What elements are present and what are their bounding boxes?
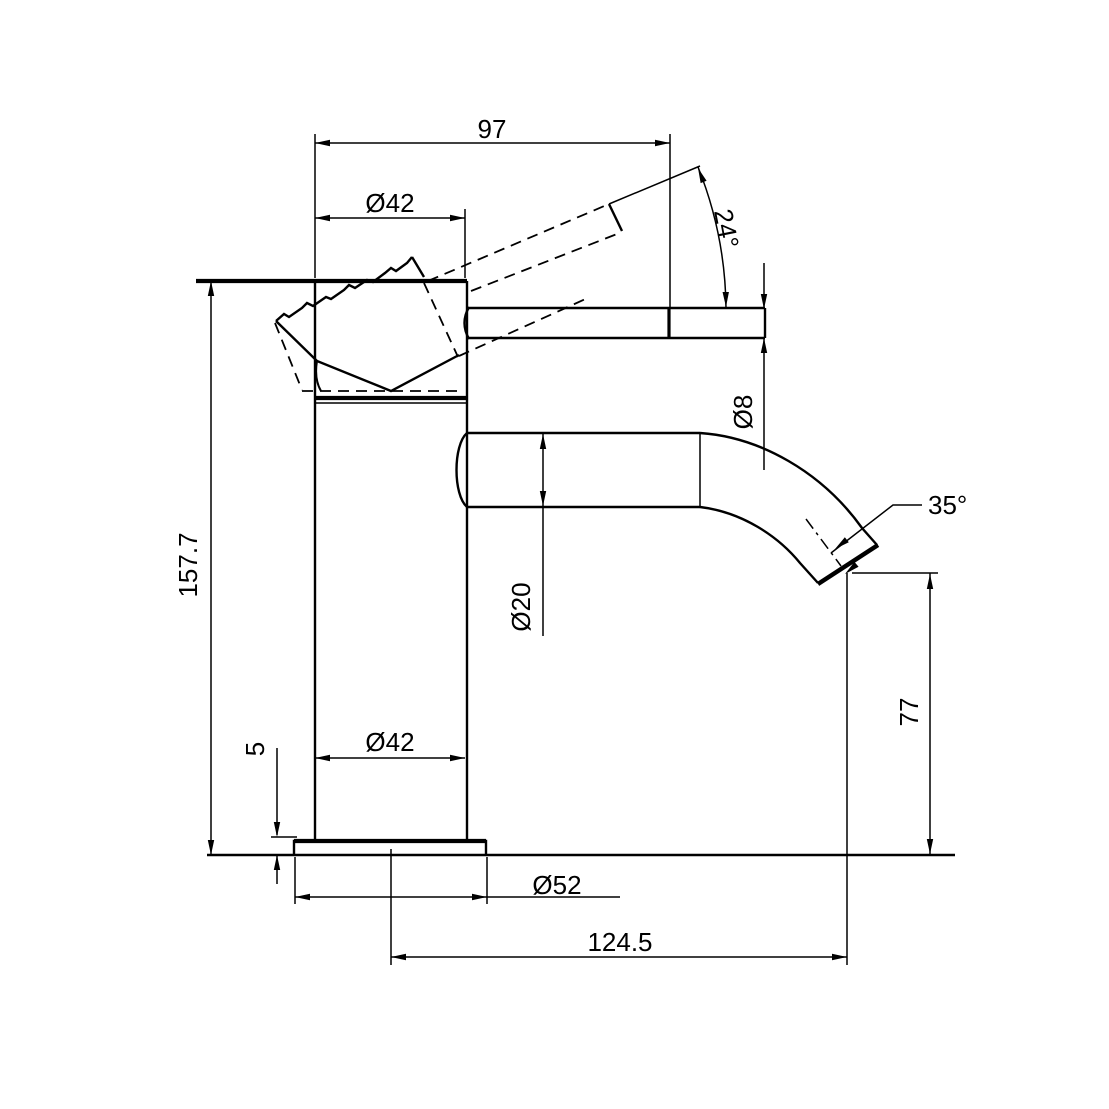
dim-outlet-height-label: 77 [894,698,924,727]
dashed-dome-left-edge [274,322,303,391]
outlet-face-edge [816,543,880,586]
dimension-labels: 97 Ø42 24° Ø8 157.7 Ø20 35° 77 5 Ø42 Ø52… [173,114,967,957]
dim-handle-angle-label: 24° [708,206,745,250]
dashed-dome-arm-edge [458,296,591,357]
pin-dome-junction-arc [463,306,471,340]
dashed-pin-top-edge [427,203,610,282]
dashed-pin-end-face [607,203,624,232]
handle-open-position-dashed [274,203,624,392]
faucet-outline [196,256,955,857]
dome-bottom-edges [275,320,460,393]
spout-inner-curve [699,505,819,584]
dim-reach-label: 124.5 [587,927,652,957]
dim-plate-thickness-label: 5 [240,742,270,756]
dim-plate-diameter-label: Ø52 [532,870,581,900]
dome-foot-curve [315,360,322,392]
handle-angle-extension [608,165,701,205]
dim-pin-diameter-label: Ø8 [728,395,758,430]
dim-body-diameter-label: Ø42 [365,727,414,757]
dim-overall-height-label: 157.7 [173,532,203,597]
dim-top-diameter-label: Ø42 [365,188,414,218]
dim-top-width-label: 97 [478,114,507,144]
leader-line-35 [830,504,922,554]
dim-outlet-angle-label: 35° [928,490,967,520]
dashed-pin-bottom-edge [470,233,618,292]
dashed-dome-right-edge [423,282,459,358]
dim-spout-diameter-label: Ø20 [506,582,536,631]
dome-right-top-edge [410,256,426,278]
spout-root-arc [455,432,468,508]
spout-outer-curve [699,431,878,546]
dome-top-edge [275,256,413,322]
arrowheads [207,139,934,961]
outlet-centerline [805,518,842,567]
